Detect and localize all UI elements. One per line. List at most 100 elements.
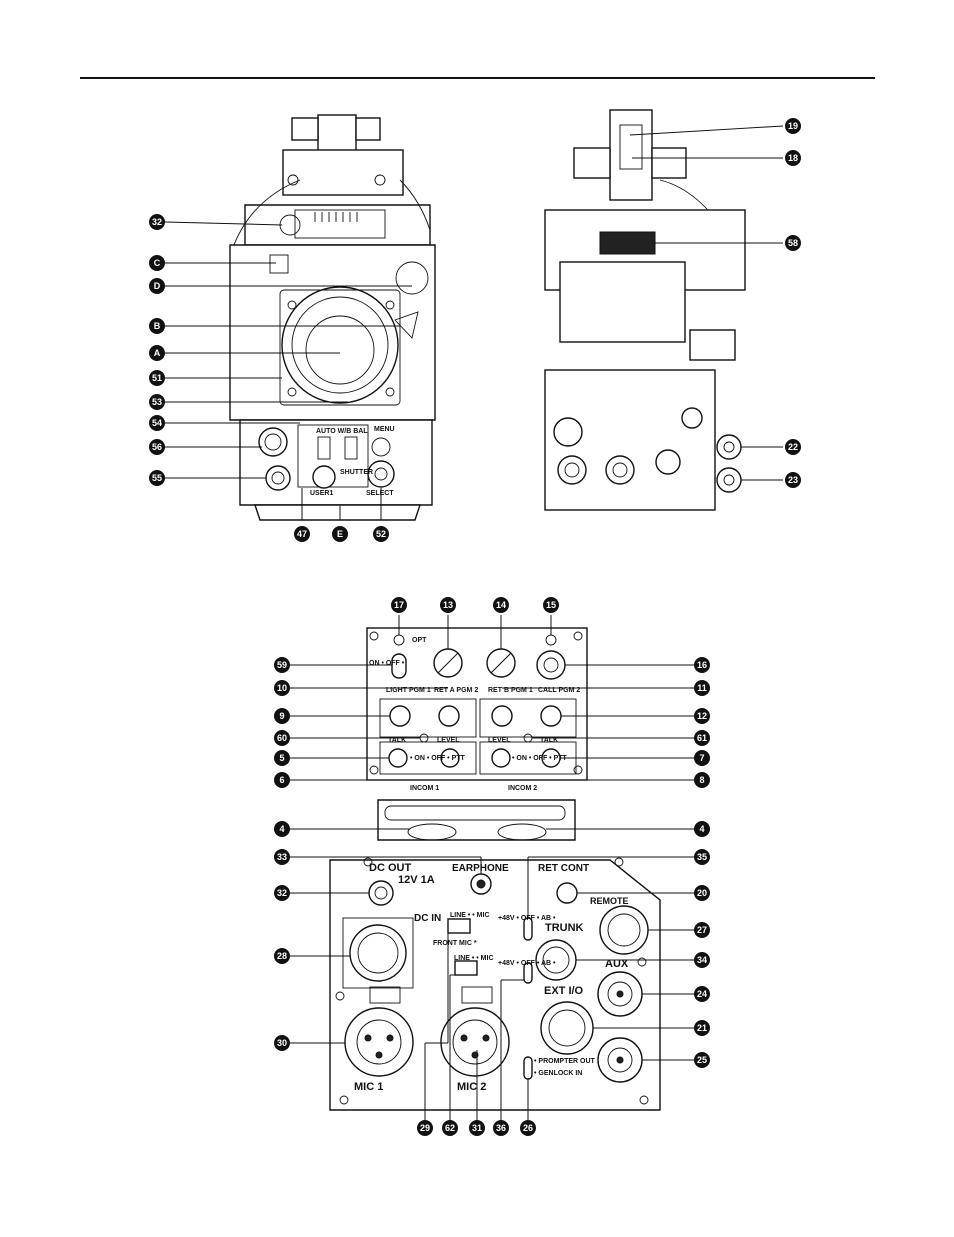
mic2-xlr[interactable] — [440, 1007, 510, 1077]
dc-out-connector[interactable] — [368, 880, 394, 906]
svg-text:30: 30 — [277, 1038, 287, 1048]
line-mic-label-2: LINE • • MIC — [454, 955, 494, 962]
svg-text:23: 23 — [788, 475, 798, 485]
callout-rear-0: 19 — [785, 118, 801, 134]
svg-text:36: 36 — [496, 1123, 506, 1133]
call-pgm2-label: CALL PGM 2 — [538, 687, 580, 694]
mic1-xlr[interactable] — [344, 1007, 414, 1077]
remote-connector[interactable] — [599, 905, 649, 955]
level-1[interactable] — [440, 748, 460, 768]
svg-text:60: 60 — [277, 733, 287, 743]
callouts: 32 C D B A 51 53 54 56 55 47 E 52 19 18 … — [149, 118, 801, 1136]
svg-text:A: A — [154, 348, 161, 358]
prompter-genlock-switch[interactable] — [523, 1056, 533, 1080]
pgm1-volume-1[interactable] — [389, 705, 411, 727]
callout-detail-0: 17 — [391, 597, 407, 613]
pgm1-volume-2[interactable] — [491, 705, 513, 727]
level-label-2: LEVEL — [488, 737, 511, 744]
front-mic-switch[interactable] — [447, 918, 471, 934]
lens-mount — [281, 286, 399, 404]
opt-label: OPT — [412, 637, 427, 644]
callout-rear-1: 18 — [785, 150, 801, 166]
callout-detail-7: 11 — [694, 680, 710, 696]
svg-text:24: 24 — [697, 989, 707, 999]
pgm2-volume-2[interactable] — [540, 705, 562, 727]
svg-text:10: 10 — [277, 683, 287, 693]
svg-text:51: 51 — [152, 373, 162, 383]
ret-a-pgm2-label: RET A PGM 2 — [434, 687, 478, 694]
front-shutter-label: SHUTTER — [340, 469, 373, 476]
svg-text:32: 32 — [152, 217, 162, 227]
talk-switch-1[interactable] — [388, 748, 408, 768]
level-2[interactable] — [491, 748, 511, 768]
header-rule — [80, 77, 875, 79]
svg-text:32: 32 — [277, 888, 287, 898]
svg-text:25: 25 — [697, 1055, 707, 1065]
callout-detail-23: 27 — [694, 922, 710, 938]
callout-detail-24: 34 — [694, 952, 710, 968]
dc-in-label: DC IN — [414, 913, 441, 924]
callout-front-6: 53 — [149, 394, 165, 410]
pgm2-volume-1[interactable] — [438, 705, 460, 727]
callout-front-11: E — [332, 526, 348, 542]
phantom-label-1: +48V • OFF • AB • — [498, 915, 556, 922]
callout-detail-25: 24 — [694, 986, 710, 1002]
svg-text:53: 53 — [152, 397, 162, 407]
svg-text:12: 12 — [697, 711, 707, 721]
svg-text:4: 4 — [279, 824, 284, 834]
svg-text:E: E — [337, 529, 343, 539]
phantom-switch-2[interactable] — [523, 962, 533, 984]
prompter-out-label: • PROMPTER OUT — [534, 1058, 596, 1065]
incom-panel: OPT ON • OFF • LIGHT PGM 1 RET A PGM 2 R… — [366, 627, 588, 841]
callout-detail-22: 28 — [274, 948, 290, 964]
ret-b-pgm1-label: RET B PGM 1 — [488, 687, 533, 694]
svg-text:15: 15 — [546, 600, 556, 610]
svg-text:34: 34 — [697, 955, 707, 965]
callout-detail-13: 7 — [694, 750, 710, 766]
svg-text:7: 7 — [699, 753, 704, 763]
talk-switch-label-1: • ON • OFF • PTT — [410, 755, 466, 762]
light-switch[interactable] — [391, 653, 407, 679]
svg-text:4: 4 — [699, 824, 704, 834]
ret-cont-connector[interactable] — [556, 882, 578, 904]
callout-detail-1: 13 — [440, 597, 456, 613]
incom2-label: INCOM 2 — [508, 785, 537, 792]
callout-detail-6: 10 — [274, 680, 290, 696]
callout-front-5: 51 — [149, 370, 165, 386]
svg-text:29: 29 — [420, 1123, 430, 1133]
callout-detail-5: 16 — [694, 657, 710, 673]
svg-text:14: 14 — [496, 600, 506, 610]
callout-detail-11: 61 — [694, 730, 710, 746]
callout-front-10: 47 — [294, 526, 310, 542]
svg-text:35: 35 — [697, 852, 707, 862]
callout-front-1: C — [149, 255, 165, 271]
svg-text:28: 28 — [277, 951, 287, 961]
line-mic-label-1: LINE • • MIC — [450, 912, 490, 919]
svg-text:59: 59 — [277, 660, 287, 670]
callout-detail-32: 36 — [493, 1120, 509, 1136]
svg-text:21: 21 — [697, 1023, 707, 1033]
incom1-label: INCOM 1 — [410, 785, 439, 792]
svg-text:54: 54 — [152, 418, 162, 428]
mic2-label: MIC 2 — [457, 1081, 486, 1093]
svg-text:B: B — [154, 321, 161, 331]
front-mic-label: FRONT MIC * — [433, 940, 477, 947]
svg-text:D: D — [154, 281, 161, 291]
svg-text:11: 11 — [697, 683, 707, 693]
svg-text:31: 31 — [472, 1123, 482, 1133]
callout-detail-19: 35 — [694, 849, 710, 865]
callout-detail-15: 8 — [694, 772, 710, 788]
light-pgm1-label: LIGHT PGM 1 — [386, 687, 431, 694]
svg-text:17: 17 — [394, 600, 404, 610]
mic2-line-mic-switch[interactable] — [454, 960, 478, 976]
call-button[interactable] — [536, 650, 566, 680]
callout-detail-17: 4 — [694, 821, 710, 837]
svg-text:47: 47 — [297, 529, 307, 539]
svg-text:16: 16 — [697, 660, 707, 670]
callout-front-8: 56 — [149, 439, 165, 455]
talk-switch-label-2: • ON • OFF • PTT — [512, 755, 568, 762]
dc-out-rating-label: 12V 1A — [398, 874, 435, 886]
svg-text:6: 6 — [279, 775, 284, 785]
callout-front-7: 54 — [149, 415, 165, 431]
